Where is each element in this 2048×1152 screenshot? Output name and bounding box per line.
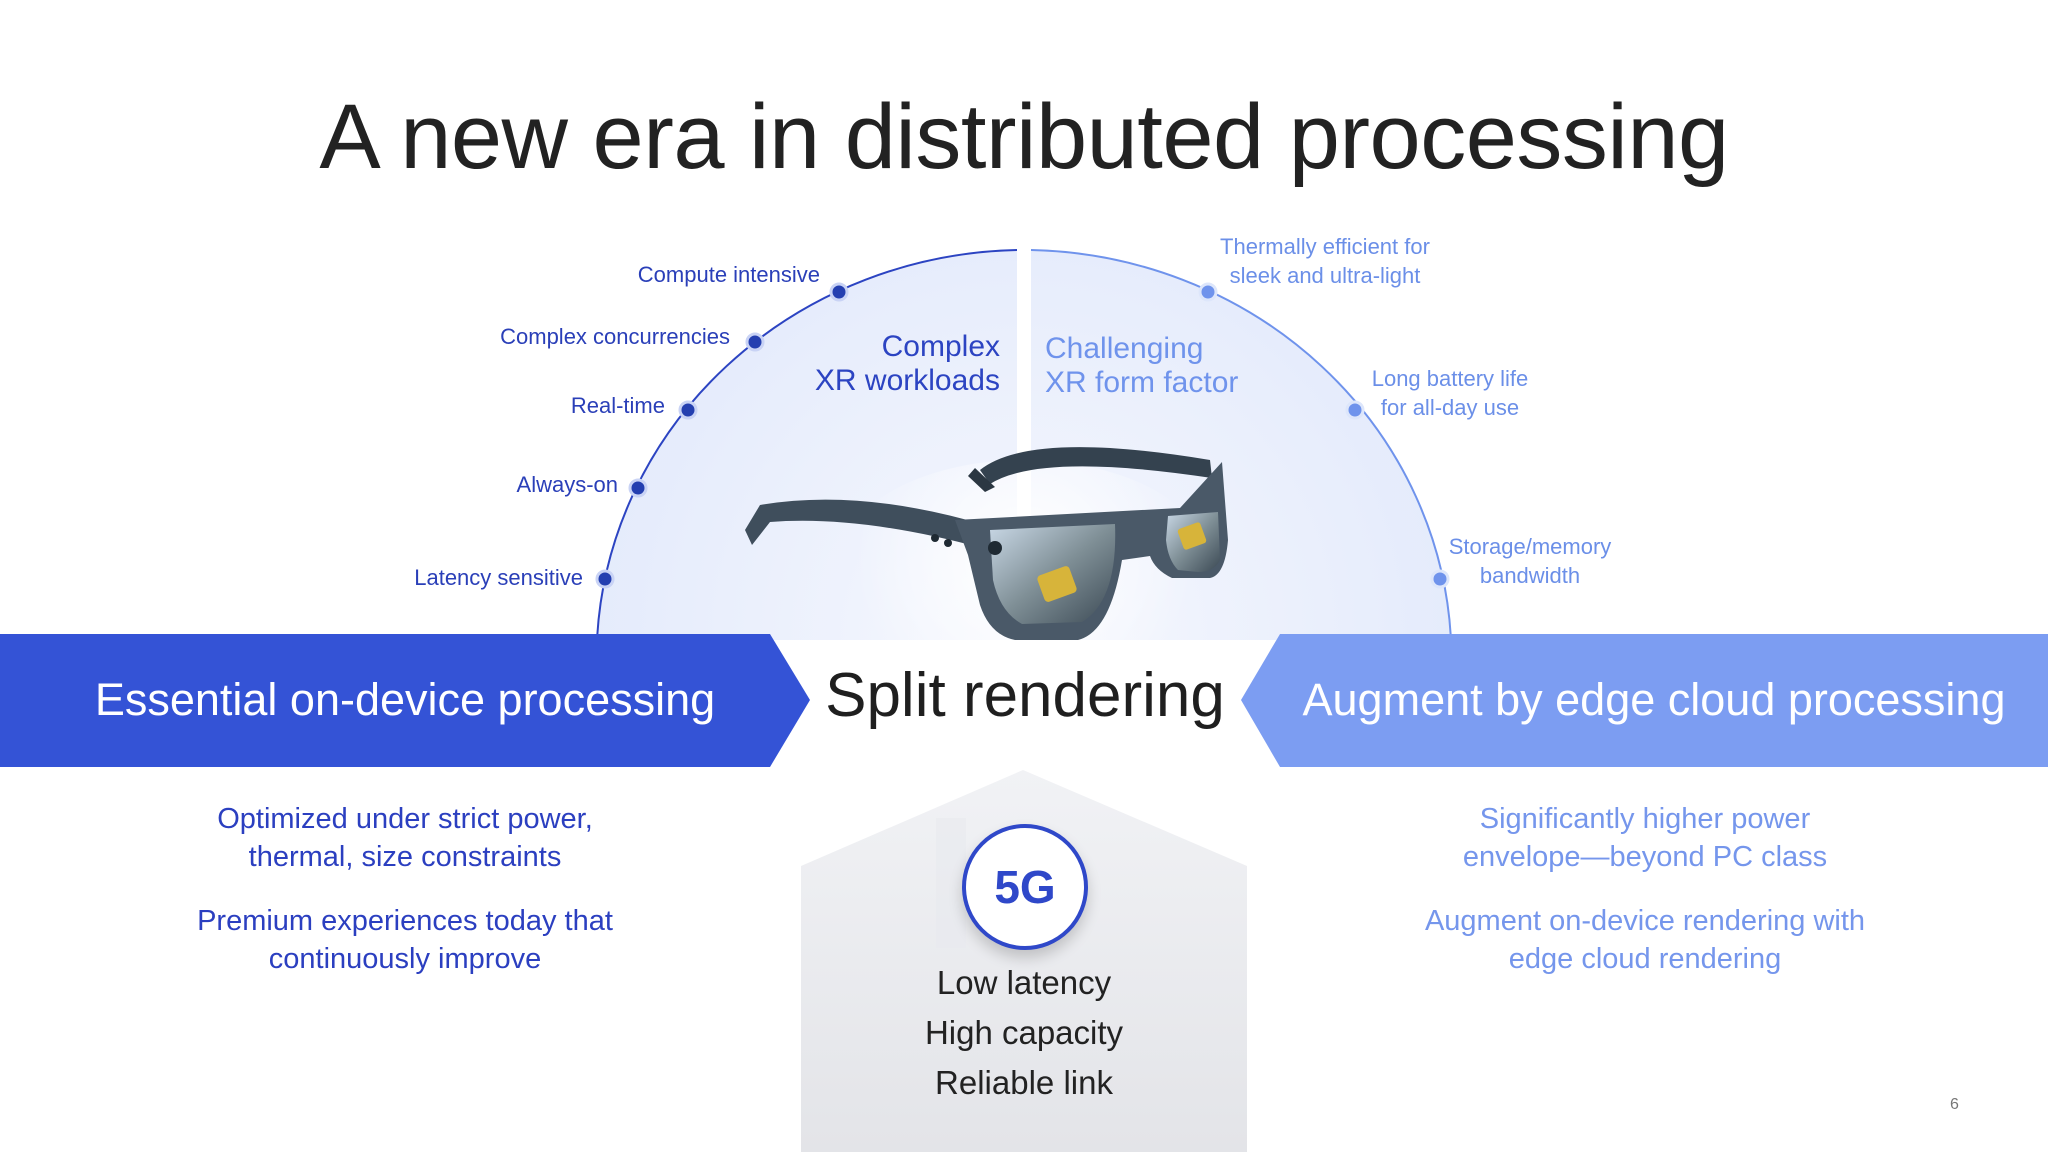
right-feature-line: Storage/memory — [1448, 534, 1612, 559]
page-number: 6 — [1950, 1096, 1959, 1113]
split-rendering-title: Split rendering — [825, 661, 1225, 730]
right-band-label: Augment by edge cloud processing — [1302, 674, 2006, 725]
right-feature-dots — [1198, 282, 1450, 589]
description-line: envelope—beyond PC class — [1462, 841, 1828, 873]
right-feature-label: Thermally efficient for sleek and ultra-… — [1180, 232, 1470, 290]
caption-line: Complex — [881, 330, 1000, 363]
description-line: Significantly higher power — [1479, 803, 1811, 835]
caption-line: XR form factor — [1045, 366, 1239, 399]
right-feature-line: for all-day use — [1380, 395, 1520, 420]
fiveg-benefit-line: Reliable link — [935, 1064, 1113, 1101]
right-feature-line: bandwidth — [1479, 563, 1581, 588]
arc-outline-left — [596, 249, 1018, 641]
fiveg-benefit-line: Low latency — [936, 964, 1112, 1001]
left-feature-label: Compute intensive — [637, 262, 820, 287]
right-feature-line: sleek and ultra-light — [1229, 263, 1421, 288]
right-feature-line: Thermally efficient for — [1220, 234, 1430, 259]
left-description: Premium experiences today that continuou… — [90, 902, 720, 978]
center-right-caption: Challenging XR form factor — [1045, 332, 1238, 400]
description-line: Premium experiences today that — [197, 905, 613, 937]
right-feature-line: Long battery life — [1371, 366, 1529, 391]
description-line: continuously improve — [268, 943, 542, 975]
right-feature-label: Long battery life for all-day use — [1330, 364, 1570, 422]
right-description: Augment on-device rendering with edge cl… — [1330, 902, 1960, 978]
left-band-label: Essential on-device processing — [94, 674, 716, 725]
left-feature-label: Real-time — [570, 393, 665, 418]
description-line: Augment on-device rendering with — [1424, 905, 1866, 937]
fiveg-benefit-line: High capacity — [924, 1014, 1124, 1051]
left-band — [0, 634, 810, 767]
right-band — [1241, 634, 2048, 767]
description-line: edge cloud rendering — [1508, 943, 1782, 975]
page-title: A new era in distributed processing — [319, 86, 1729, 188]
left-feature-label: Latency sensitive — [414, 565, 583, 590]
right-description: Significantly higher power envelope—beyo… — [1330, 800, 1960, 876]
description-line: thermal, size constraints — [248, 841, 562, 873]
description-line: Optimized under strict power, — [217, 803, 593, 835]
caption-line: Challenging — [1045, 332, 1204, 365]
center-left-caption: Complex XR workloads — [815, 330, 1000, 398]
left-description: Optimized under strict power, thermal, s… — [90, 800, 720, 876]
right-feature-label: Storage/memory bandwidth — [1410, 532, 1650, 590]
left-feature-label: Always-on — [516, 472, 618, 497]
left-feature-label: Complex concurrencies — [500, 324, 730, 349]
arc-outline-right — [1030, 249, 1452, 641]
caption-line: XR workloads — [814, 364, 1000, 397]
fiveg-benefits: Low latency High capacity Reliable link — [801, 958, 1247, 1108]
fiveg-panel — [801, 770, 1247, 1152]
fiveg-badge: 5G — [962, 824, 1088, 950]
ar-glasses-icon — [745, 447, 1228, 640]
left-feature-dots — [595, 282, 849, 589]
